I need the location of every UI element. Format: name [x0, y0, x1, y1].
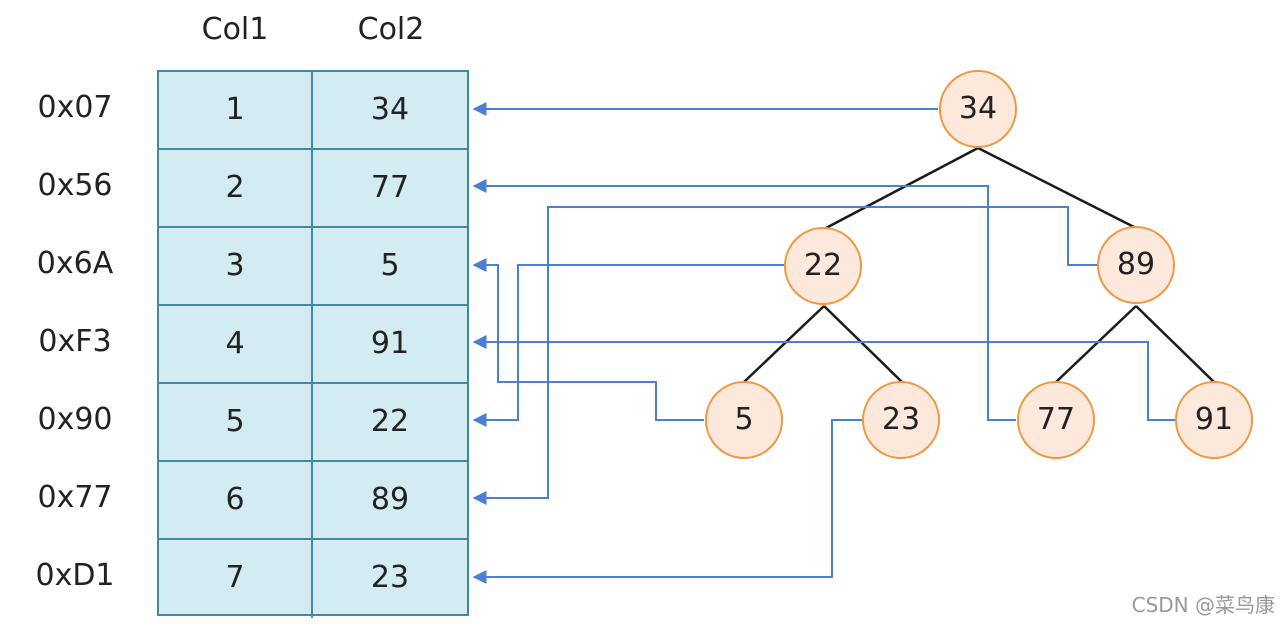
- table-row: 6 89: [159, 462, 467, 540]
- table-cell-col2: 91: [370, 326, 410, 361]
- column-header-col1: Col1: [201, 12, 269, 47]
- row-address: 0xF3: [38, 324, 112, 359]
- tree-edge-34-89: [977, 146, 1137, 230]
- row-address: 0x90: [37, 402, 113, 437]
- tree-node: 5: [705, 381, 783, 459]
- table-row: 5 22: [159, 384, 467, 462]
- table-row: 3 5: [159, 228, 467, 306]
- row-address: 0x07: [37, 90, 113, 125]
- tree-node: 23: [862, 381, 940, 459]
- tree-edge-22-5: [743, 305, 825, 383]
- tree-edges: [743, 146, 1215, 383]
- pointer-89-row6: [472, 206, 1098, 505]
- pointer-91-row4: [472, 335, 1176, 421]
- table-cell-col2: 5: [380, 248, 400, 283]
- pointer-23-row7: [472, 419, 862, 584]
- table-cell-col1: 1: [159, 72, 313, 150]
- pointer-5-row3: [472, 258, 704, 421]
- pointer-22-row5: [472, 264, 784, 427]
- table-cell-col1: 7: [159, 540, 313, 618]
- pointer-lines: [472, 102, 1176, 584]
- column-header-col2: Col2: [357, 12, 425, 47]
- tree-node: 22: [784, 227, 862, 305]
- tree-node: 77: [1017, 381, 1095, 459]
- table-cell-col1: 4: [159, 306, 313, 384]
- table-cell-col2: 77: [370, 170, 410, 205]
- pointer-77-row2: [472, 179, 1016, 421]
- tree-edge-89-77: [1055, 305, 1137, 383]
- row-address: 0xD1: [35, 558, 115, 593]
- tree-node: 89: [1097, 226, 1175, 304]
- table-row: 2 77: [159, 150, 467, 228]
- row-address: 0x77: [37, 480, 113, 515]
- table-cell-col1: 3: [159, 228, 313, 306]
- table-cell-col2: 23: [370, 560, 410, 595]
- table-row: 1 34: [159, 72, 467, 150]
- table-cell-col2: 89: [370, 482, 410, 517]
- table-cell-col2: 22: [370, 404, 410, 439]
- tree-node: 91: [1175, 381, 1253, 459]
- tree-edge-34-22: [825, 146, 979, 230]
- row-address: 0x56: [37, 168, 113, 203]
- tree-edge-22-23: [823, 305, 903, 383]
- table-cell-col1: 5: [159, 384, 313, 462]
- tree-edge-89-91: [1135, 305, 1215, 383]
- table-cell-col2: 34: [370, 92, 410, 127]
- table-cell-col1: 6: [159, 462, 313, 540]
- table-cell-col1: 2: [159, 150, 313, 228]
- watermark: CSDN @菜鸟康: [1131, 593, 1275, 617]
- row-address: 0x6A: [36, 246, 114, 281]
- table-row: 4 91: [159, 306, 467, 384]
- table-row: 7 23: [159, 540, 467, 618]
- data-table: 1 34 2 77 3 5 4 91 5 22 6 89 7 23: [157, 70, 469, 618]
- tree-node: 34: [939, 70, 1017, 148]
